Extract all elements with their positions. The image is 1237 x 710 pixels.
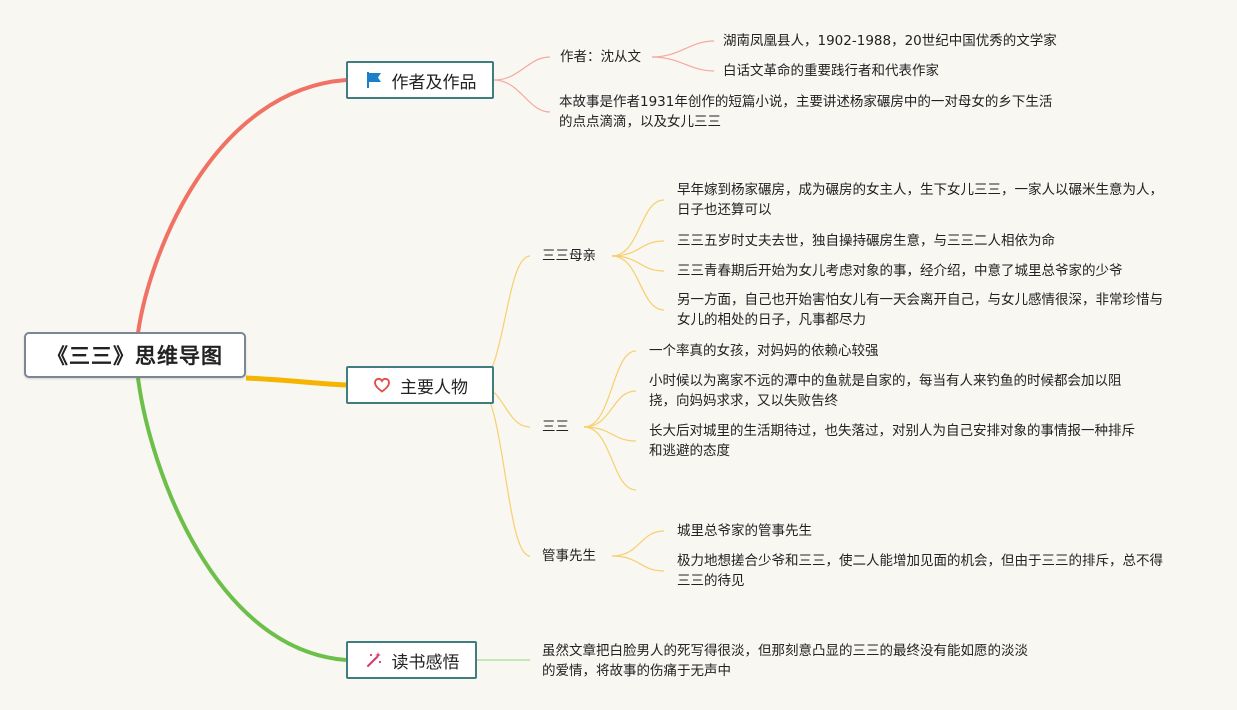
branch-reflection-label: 读书感悟 [391, 652, 460, 673]
link-mother-detail-1 [611, 199, 665, 257]
sansan-detail-2[interactable]: 小时候以为离家不远的潭中的鱼就是自家的，每当有人来钓鱼的时候都会加以阻挠，向妈妈… [649, 373, 1122, 409]
character-mother[interactable]: 三三母亲 [542, 248, 596, 264]
character-steward[interactable]: 管事先生 [542, 548, 596, 564]
link-mother-detail-2 [611, 240, 665, 257]
heart-icon [372, 375, 392, 395]
link-mother-detail-3 [611, 255, 665, 272]
link-steward-detail-1 [611, 530, 665, 557]
branch-main-characters-label: 主要人物 [400, 377, 468, 398]
root-topic[interactable]: 《三三》思维导图 [24, 332, 246, 378]
author-name[interactable]: 作者：沈从文 [560, 49, 641, 65]
sparkle-wand-icon [364, 650, 384, 670]
mother-detail-4[interactable]: 另一方面，自己也开始害怕女儿有一天会离开自己，与女儿感情很深，非常珍惜与女儿的相… [677, 292, 1163, 328]
link-mother-detail-4 [611, 255, 665, 311]
character-sansan[interactable]: 三三 [542, 419, 569, 435]
link-steward-detail-2 [611, 555, 665, 572]
link-author-summary [493, 79, 551, 113]
mother-detail-1[interactable]: 早年嫁到杨家碾房，成为碾房的女主人，生下女儿三三，一家人以碾米生意为人，日子也还… [677, 182, 1163, 218]
branch-main-characters[interactable]: 主要人物 [346, 366, 494, 404]
link-sansan-detail-3 [583, 426, 637, 442]
reflection-text[interactable]: 虽然文章把白脸男人的死写得很淡，但那刻意凸显的三三的最终没有能如愿的淡淡的爱情，… [542, 643, 1028, 679]
link-writer-detail-1 [651, 40, 715, 58]
sansan-detail-3[interactable]: 长大后对城里的生活期待过，也失落过，对别人为自己安排对象的事情报一种排斥和逃避的… [649, 423, 1135, 459]
mother-detail-3[interactable]: 三三青春期后开始为女儿考虑对象的事，经介绍，中意了城里总爷家的少爷 [677, 263, 1123, 279]
link-sansan-detail-1 [583, 350, 637, 428]
branch-reflection[interactable]: 读书感悟 [346, 641, 477, 679]
link-author-writer [493, 56, 551, 81]
sansan-detail-1[interactable]: 一个率真的女孩，对妈妈的依赖心较强 [649, 343, 879, 359]
link-sansan-detail-2 [583, 390, 637, 428]
link-root-author [136, 78, 347, 334]
link-char-steward [475, 384, 531, 557]
root-title: 《三三》思维导图 [47, 344, 223, 368]
work-summary[interactable]: 本故事是作者1931年创作的短篇小说，主要讲述杨家碾房中的一对母女的乡下生活的点… [559, 94, 1053, 130]
link-writer-detail-2 [651, 56, 715, 72]
link-root-reflection [136, 377, 347, 662]
link-sansan-empty [583, 426, 637, 491]
branch-author-works[interactable]: 作者及作品 [346, 61, 494, 99]
steward-detail-2[interactable]: 极力地想搓合少爷和三三，使二人能增加见面的机会，但由于三三的排斥，总不得三三的待… [677, 553, 1163, 589]
steward-detail-1[interactable]: 城里总爷家的管事先生 [677, 523, 812, 539]
branch-author-works-label: 作者及作品 [391, 72, 477, 93]
flag-icon [364, 70, 384, 90]
mother-detail-2[interactable]: 三三五岁时丈夫去世，独自操持碾房生意，与三三二人相依为命 [677, 233, 1055, 249]
author-detail-2[interactable]: 白话文革命的重要践行者和代表作家 [723, 63, 939, 79]
link-root-characters [245, 375, 347, 388]
author-detail-1[interactable]: 湖南凤凰县人，1902-1988，20世纪中国优秀的文学家 [723, 33, 1057, 49]
